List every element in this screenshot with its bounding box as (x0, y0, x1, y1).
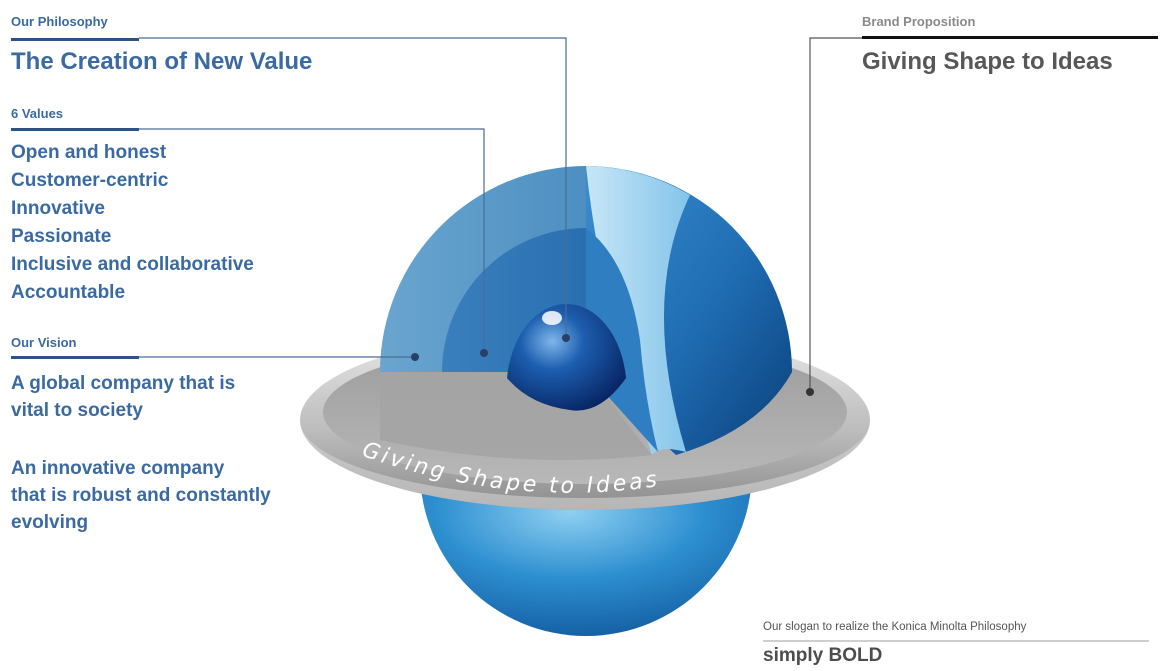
vision-label: Our Vision (11, 335, 77, 350)
values-list: Open and honest Customer-centric Innovat… (11, 139, 254, 307)
vision-statement-2: An innovative company that is robust and… (11, 455, 271, 536)
sphere-lower-hemisphere (420, 470, 752, 636)
sphere-light-band (586, 166, 690, 455)
value-item: Innovative (11, 198, 105, 219)
value-item: Open and honest (11, 142, 167, 163)
slogan-text: simply BOLD (763, 645, 883, 666)
philosophy-rule (11, 38, 139, 41)
sphere-core (507, 303, 626, 411)
values-label: 6 Values (11, 106, 64, 121)
connector-philosophy-dot (562, 334, 570, 342)
connector-values (139, 128, 485, 350)
value-item: Passionate (11, 226, 112, 247)
brand-rule (862, 36, 1158, 39)
vision-statement-1: A global company that is vital to societ… (11, 370, 235, 424)
philosophy-heading: The Creation of New Value (11, 48, 313, 75)
value-item: Accountable (11, 282, 126, 303)
slogan-rule (763, 640, 1149, 642)
values-rule (11, 128, 139, 131)
value-item: Inclusive and collaborative (11, 254, 254, 275)
vision-line: that is robust and constantly (11, 485, 271, 506)
connector-philosophy (139, 37, 567, 336)
vision-rule (11, 356, 139, 359)
philosophy-label: Our Philosophy (11, 14, 108, 29)
vision-line: evolving (11, 512, 89, 533)
core-highlight (542, 311, 562, 325)
connector-vision-dot (411, 353, 419, 361)
brand-heading: Giving Shape to Ideas (862, 48, 1113, 75)
brand-label: Brand Proposition (862, 14, 976, 29)
sphere-inner-band (586, 228, 658, 452)
connector-brand (809, 37, 862, 390)
value-item: Customer-centric (11, 170, 169, 191)
vision-line: A global company that is (11, 373, 236, 394)
slogan-caption: Our slogan to realize the Konica Minolta… (763, 621, 1027, 633)
connector-brand-dot (806, 388, 814, 396)
vision-line: vital to society (11, 400, 143, 421)
connector-values-dot (480, 349, 488, 357)
vision-line: An innovative company (11, 458, 225, 479)
